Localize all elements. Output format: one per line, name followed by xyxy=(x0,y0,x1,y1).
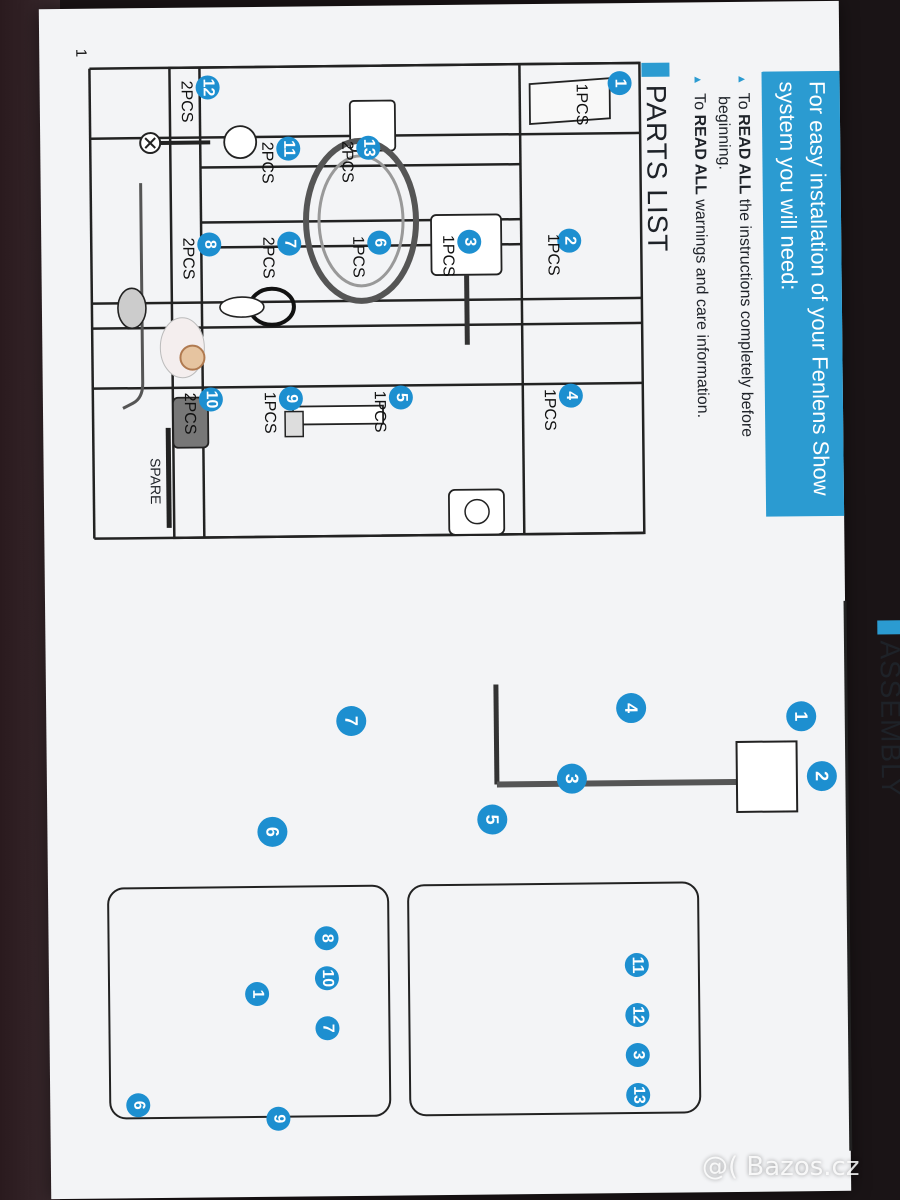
mixer-valve-icon xyxy=(284,404,385,438)
wall-detail-callout-12: 12 xyxy=(625,1002,650,1028)
filter-screen-icon xyxy=(117,287,147,330)
mixer-detail-callout-9: 9 xyxy=(266,1106,291,1131)
mixer-detail-callout-1: 1 xyxy=(244,981,270,1007)
wall-detail-callout-13: 13 xyxy=(626,1082,651,1108)
rotated-page: For easy installation of your Fenlens Sh… xyxy=(39,0,900,1200)
assembly-callout-5: 5 xyxy=(477,804,508,835)
assembly-callout-2: 2 xyxy=(806,760,838,792)
bazos-watermark: @( Bazos.cz xyxy=(702,1152,860,1182)
instruction-sheet: For easy installation of your Fenlens Sh… xyxy=(38,0,900,1200)
mixer-detail-callout-7: 7 xyxy=(315,1016,340,1041)
rain-shower-head-icon xyxy=(528,77,611,126)
mixer-detail-callout-8: 8 xyxy=(314,926,339,951)
shower-rod-icon xyxy=(122,183,145,410)
wall-detail-callout-3: 3 xyxy=(625,1042,650,1068)
mixer-detail-callout-10: 10 xyxy=(314,966,340,991)
screw-icon xyxy=(139,132,211,155)
spare-items-icon xyxy=(159,317,206,528)
assembly-callout-4: 4 xyxy=(615,692,647,724)
wall-anchor-icon xyxy=(219,296,265,318)
elbow-connector-icon xyxy=(172,396,210,449)
wall-detail-callout-11: 11 xyxy=(624,952,649,978)
escutcheon-cover-icon xyxy=(448,488,506,536)
mixer-detail-callout-6: 6 xyxy=(126,1093,151,1118)
assembly-callout-7: 7 xyxy=(336,705,367,737)
assembly-callout-6: 6 xyxy=(257,816,288,847)
assembly-callout-3: 3 xyxy=(556,763,588,794)
assembly-diagram xyxy=(107,600,853,1151)
assembly-callout-1: 1 xyxy=(786,701,817,732)
screw-cap-icon xyxy=(223,125,258,160)
